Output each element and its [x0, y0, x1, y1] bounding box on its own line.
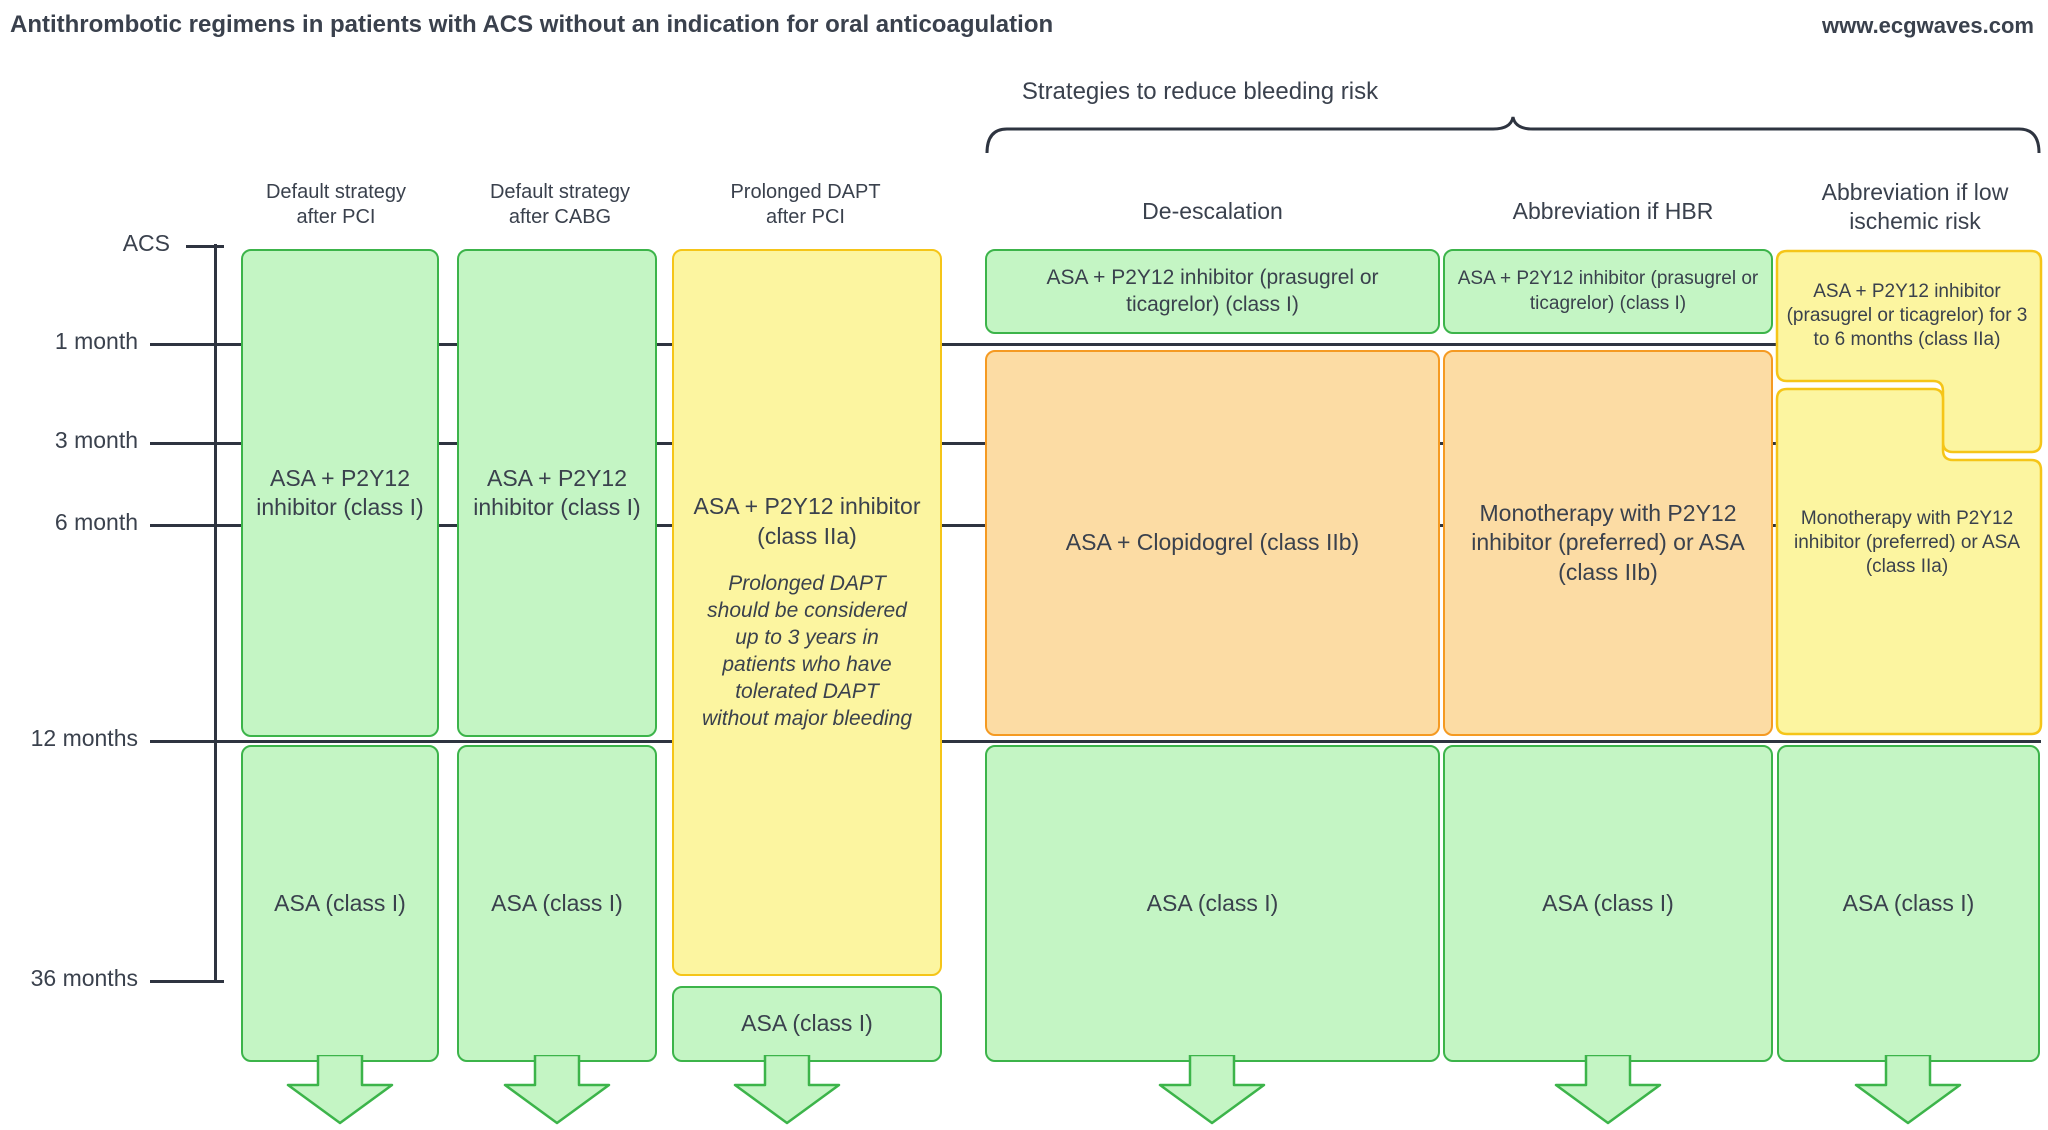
tick-label-1-month: 1 month [54, 328, 138, 354]
column-title-default-pci: Default strategy after PCI [236, 180, 436, 230]
column-title-line1: Abbreviation if low [1821, 179, 2009, 205]
down-arrow-icon [286, 1055, 394, 1125]
column-title-abbreviation-hbr: Abbreviation if HBR [1443, 197, 1783, 226]
tick-mark-36-months [150, 980, 224, 983]
column-title-line2: after PCI [766, 206, 845, 228]
box-low-ischemic-asa[interactable]: ASA (class I) [1777, 745, 2040, 1062]
column-title-de-escalation: De-escalation [985, 197, 1440, 226]
group-label: Strategies to reduce bleeding risk [1021, 78, 1379, 105]
down-arrow-icon [1854, 1055, 1962, 1125]
box-default-cabg-dapt[interactable]: ASA + P2Y12 inhibitor (class I) [457, 249, 657, 737]
box-hbr-dapt[interactable]: ASA + P2Y12 inhibitor (prasugrel or tica… [1443, 249, 1773, 334]
tick-mark-1-month [150, 343, 224, 346]
box-prolonged-dapt-title: ASA + P2Y12 inhibitor (class IIa) [693, 493, 921, 549]
tick-label-6-month: 6 month [54, 509, 138, 535]
box-de-escalation-asa[interactable]: ASA (class I) [985, 745, 1440, 1062]
column-title-line2: after PCI [296, 206, 376, 228]
box-prolonged-dapt-note: Prolonged DAPT should be considered up t… [701, 572, 913, 730]
page-title: Antithrombotic regimens in patients with… [10, 11, 1054, 38]
column-title-line1: Prolonged DAPT [730, 181, 881, 203]
curly-brace-icon [985, 116, 2041, 154]
tick-mark-acs [186, 245, 224, 248]
box-low-ischemic-monotherapy-label: Monotherapy with P2Y12 inhibitor (prefer… [1794, 507, 2020, 578]
box-de-escalation-clopidogrel[interactable]: ASA + Clopidogrel (class IIb) [985, 350, 1440, 736]
down-arrow-icon [503, 1055, 611, 1125]
box-hbr-asa[interactable]: ASA (class I) [1443, 745, 1773, 1062]
box-default-pci-dapt[interactable]: ASA + P2Y12 inhibitor (class I) [241, 249, 439, 737]
box-de-escalation-dapt[interactable]: ASA + P2Y12 inhibitor (prasugrel or tica… [985, 249, 1440, 334]
column-title-line1: De-escalation [1142, 198, 1283, 224]
tick-label-36-months: 36 months [30, 965, 138, 991]
down-arrow-icon [1554, 1055, 1662, 1125]
box-prolonged-dapt[interactable]: ASA + P2Y12 inhibitor (class IIa) Prolon… [672, 249, 942, 976]
box-low-ischemic-dapt-label: ASA + P2Y12 inhibitor (prasugrel or tica… [1786, 280, 2028, 351]
tick-label-3-month: 3 month [54, 427, 138, 453]
box-prolonged-dapt-asa[interactable]: ASA (class I) [672, 986, 942, 1062]
column-title-default-cabg: Default strategy after CABG [455, 180, 665, 230]
tick-label-12-months: 12 months [30, 725, 138, 751]
column-title-line1: Default strategy [489, 181, 631, 203]
column-title-line1: Abbreviation if HBR [1512, 198, 1714, 224]
column-title-prolonged-dapt: Prolonged DAPT after PCI [678, 180, 933, 230]
vertical-dots-icon [214, 560, 217, 620]
column-title-line2: after CABG [508, 206, 612, 228]
down-arrow-icon [1158, 1055, 1266, 1125]
tick-mark-6-month [150, 524, 224, 527]
column-title-line2: ischemic risk [1849, 207, 1981, 234]
box-low-ischemic-monotherapy-shape[interactable] [1775, 387, 2043, 736]
box-default-cabg-asa[interactable]: ASA (class I) [457, 745, 657, 1062]
box-default-pci-asa[interactable]: ASA (class I) [241, 745, 439, 1062]
box-hbr-monotherapy[interactable]: Monotherapy with P2Y12 inhibitor (prefer… [1443, 350, 1773, 736]
tick-label-acs: ACS [122, 230, 170, 256]
rule-1-month [186, 343, 2041, 346]
column-title-abbreviation-low-ischemic: Abbreviation if low ischemic risk [1790, 178, 2040, 236]
column-title-line1: Default strategy [265, 181, 407, 203]
tick-mark-12-months [150, 740, 224, 743]
down-arrow-icon [733, 1055, 841, 1125]
tick-mark-3-month [150, 442, 224, 445]
site-watermark: www.ecgwaves.com [1822, 13, 2034, 38]
rule-12-months [186, 740, 2041, 743]
